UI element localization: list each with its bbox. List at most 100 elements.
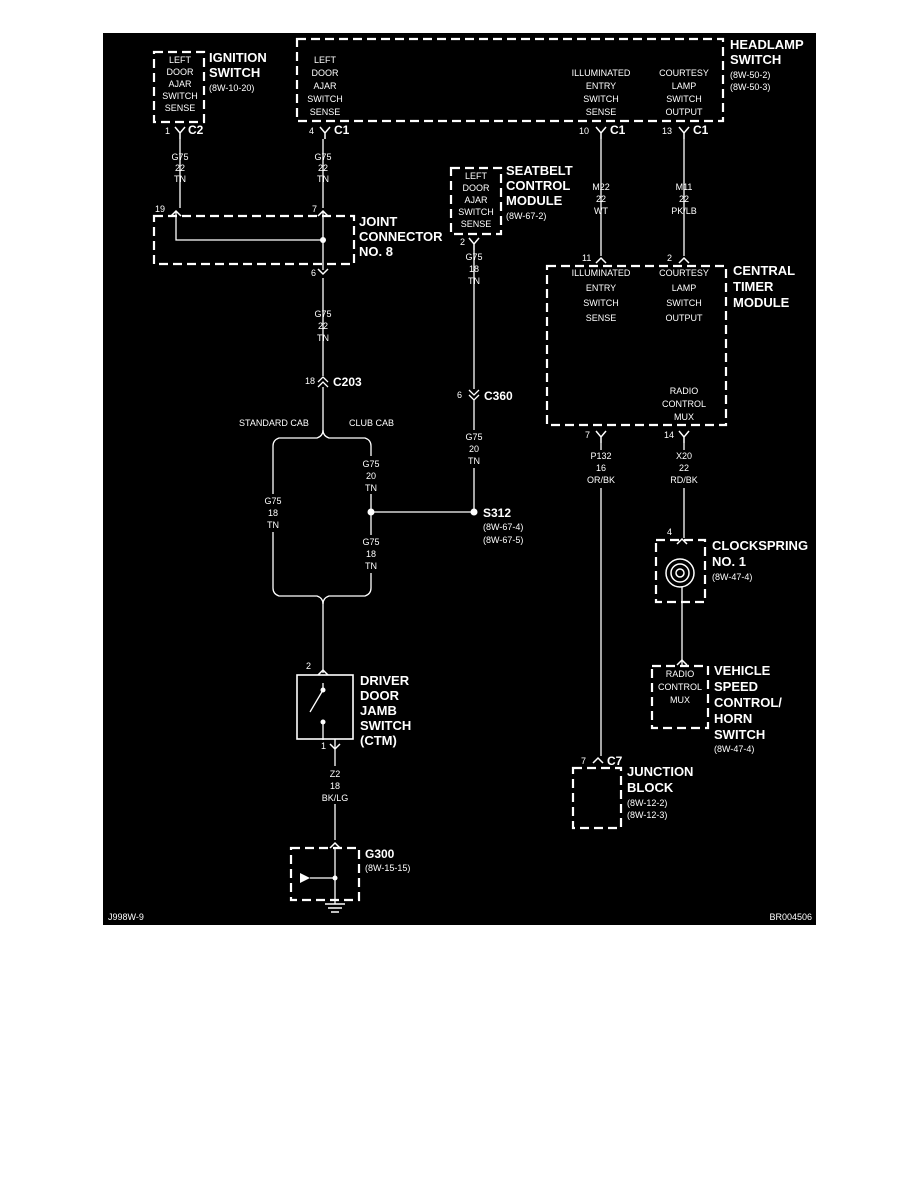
svg-text:18: 18 (469, 264, 479, 274)
wire-label-g75-18-tn-seatbelt: G75 18 TN (465, 252, 482, 286)
svg-text:2: 2 (667, 253, 672, 263)
svg-text:SWITCH: SWITCH (730, 52, 781, 67)
svg-text:LEFT: LEFT (314, 55, 337, 65)
svg-text:MUX: MUX (674, 412, 694, 422)
svg-text:22: 22 (679, 194, 689, 204)
svg-text:7: 7 (585, 430, 590, 440)
svg-text:M11: M11 (676, 182, 693, 192)
central-timer-module: 11 2 ILLUMINATED ENTRY SWITCH SENSE COUR… (545, 253, 795, 444)
svg-text:MUX: MUX (670, 695, 690, 705)
svg-text:SENSE: SENSE (586, 313, 617, 323)
svg-text:18: 18 (305, 376, 315, 386)
wire-label-g75-22-tn-b: G75 22 TN (314, 152, 331, 184)
svg-text:LEFT: LEFT (169, 55, 192, 65)
svg-text:(8W-12-2): (8W-12-2) (627, 798, 667, 808)
svg-text:18: 18 (366, 549, 376, 559)
svg-text:14: 14 (664, 430, 674, 440)
wire-label-p132: P132 16 OR/BK (585, 450, 617, 488)
ignition-switch: LEFT DOOR AJAR SWITCH SENSE IGNITION SWI… (152, 50, 267, 140)
svg-text:G300: G300 (365, 847, 395, 861)
svg-text:16: 16 (596, 463, 606, 473)
svg-text:G75: G75 (362, 459, 379, 469)
svg-text:20: 20 (366, 471, 376, 481)
svg-text:C203: C203 (333, 375, 362, 389)
ground-g300: G300 (8W-15-15) (289, 842, 410, 913)
diagram-background (103, 33, 816, 925)
svg-text:TIMER: TIMER (733, 279, 774, 294)
svg-text:OUTPUT: OUTPUT (666, 107, 704, 117)
svg-text:C2: C2 (188, 123, 204, 137)
svg-text:ENTRY: ENTRY (586, 283, 616, 293)
svg-text:SWITCH: SWITCH (666, 94, 702, 104)
svg-text:C1: C1 (693, 123, 709, 137)
svg-text:SENSE: SENSE (165, 103, 196, 113)
wire-label-g75-22-tn-a: G75 22 TN (171, 152, 188, 184)
svg-text:CLUB CAB: CLUB CAB (349, 418, 394, 428)
svg-text:(8W-47-4): (8W-47-4) (712, 572, 752, 582)
svg-text:G75: G75 (465, 252, 482, 262)
wire-label-x20: X20 22 RD/BK (668, 450, 700, 488)
svg-text:SENSE: SENSE (310, 107, 341, 117)
svg-text:JAMB: JAMB (360, 703, 397, 718)
svg-text:22: 22 (175, 163, 185, 173)
svg-text:LAMP: LAMP (672, 283, 697, 293)
svg-text:22: 22 (679, 463, 689, 473)
svg-text:STANDARD CAB: STANDARD CAB (239, 418, 309, 428)
svg-text:(8W-67-4): (8W-67-4) (483, 522, 523, 532)
driver-door-jamb-switch: 2 DRIVER DOOR JAMB SWITCH (CTM) 1 (296, 661, 411, 751)
svg-text:TN: TN (468, 456, 480, 466)
svg-text:DOOR: DOOR (360, 688, 400, 703)
svg-text:(8W-67-5): (8W-67-5) (483, 535, 523, 545)
wire-label-g75-20-tn-seatbelt: G75 20 TN (463, 430, 485, 468)
wire-label-g75-18-tn-club: G75 18 TN (360, 535, 382, 573)
svg-text:NO. 1: NO. 1 (712, 554, 746, 569)
junction-block: 7 C7 JUNCTION BLOCK (8W-12-2) (8W-12-3) (571, 754, 693, 830)
wire-label-g75-20-tn-club: G75 20 TN (360, 456, 382, 494)
wire-label-z2: Z2 18 BK/LG (318, 766, 352, 804)
svg-text:ILLUMINATED: ILLUMINATED (572, 68, 631, 78)
svg-text:ENTRY: ENTRY (586, 81, 616, 91)
svg-text:SWITCH: SWITCH (666, 298, 702, 308)
connector-c203: 18 C203 (305, 375, 362, 389)
svg-text:CONTROL: CONTROL (662, 399, 706, 409)
svg-text:SPEED: SPEED (714, 679, 758, 694)
svg-text:(8W-12-3): (8W-12-3) (627, 810, 667, 820)
svg-text:2: 2 (460, 237, 465, 247)
svg-text:DOOR: DOOR (167, 67, 195, 77)
svg-text:SWITCH: SWITCH (583, 94, 619, 104)
svg-text:TN: TN (365, 483, 377, 493)
wire-label-m22: M22 22 WT (592, 182, 610, 216)
svg-text:G75: G75 (264, 496, 281, 506)
svg-text:RADIO: RADIO (670, 386, 699, 396)
svg-text:18: 18 (268, 508, 278, 518)
svg-text:CLOCKSPRING: CLOCKSPRING (712, 538, 808, 553)
svg-text:WT: WT (594, 206, 608, 216)
svg-text:11: 11 (582, 253, 591, 263)
wire-label-m11: M11 22 PK/LB (671, 182, 697, 216)
svg-text:4: 4 (309, 126, 314, 136)
wire-label-g75-18-tn-std: G75 18 TN (262, 494, 284, 532)
svg-text:(8W-47-4): (8W-47-4) (714, 744, 754, 754)
splice-s312: S312 (8W-67-4) (8W-67-5) (367, 506, 523, 545)
cab-split: STANDARD CAB CLUB CAB (239, 418, 394, 447)
cab-merge (272, 587, 372, 605)
svg-text:10: 10 (579, 126, 589, 136)
svg-text:JOINT: JOINT (359, 214, 397, 229)
joint-connector-no8: 19 7 6 JOINT CONNECTOR NO. 8 (152, 204, 443, 278)
svg-text:SWITCH: SWITCH (714, 727, 765, 742)
svg-text:LEFT: LEFT (465, 171, 488, 181)
svg-text:1: 1 (165, 126, 170, 136)
svg-text:TN: TN (174, 174, 186, 184)
svg-text:(8W-50-2): (8W-50-2) (730, 70, 770, 80)
svg-text:C360: C360 (484, 389, 513, 403)
svg-text:CONTROL: CONTROL (658, 682, 702, 692)
svg-text:TN: TN (267, 520, 279, 530)
svg-text:SWITCH: SWITCH (458, 207, 494, 217)
svg-text:RADIO: RADIO (666, 669, 695, 679)
svg-text:CONNECTOR: CONNECTOR (359, 229, 443, 244)
svg-text:SWITCH: SWITCH (360, 718, 411, 733)
svg-text:22: 22 (318, 321, 328, 331)
svg-text:RD/BK: RD/BK (670, 475, 698, 485)
svg-text:COURTESY: COURTESY (659, 68, 709, 78)
svg-text:13: 13 (662, 126, 672, 136)
